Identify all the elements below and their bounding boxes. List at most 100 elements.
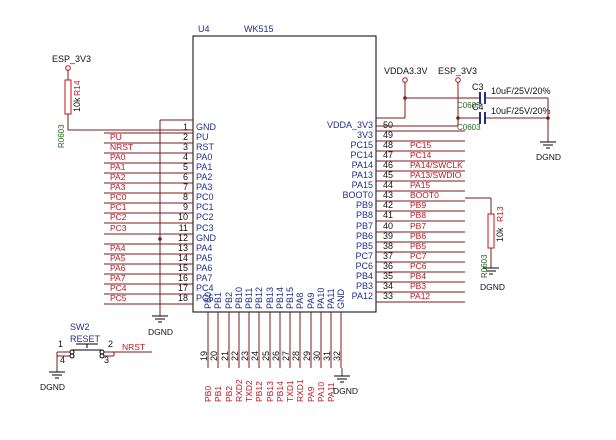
pin-number: 32 [332,351,342,361]
net-label: PB9 [410,200,426,210]
net-label: PB3 [410,281,426,291]
net-label: PB8 [410,210,426,220]
pin-number: 37 [383,251,393,261]
pin-number: 27 [281,351,291,361]
net-label: RXD2 [234,379,244,402]
net-label: PC7 [410,251,427,261]
net-label: PA7 [110,273,126,283]
sw2-ref: SW2 [70,322,90,332]
pin-number: 48 [383,140,393,150]
pin-number: 1 [183,122,188,132]
pin-number: 44 [383,180,393,190]
pin-name: PA13 [352,170,373,180]
pin-name: PB10 [234,287,244,309]
pin-number: 11 [179,223,188,233]
pin-name: PA2 [196,172,212,182]
net-label: NRST [110,142,133,152]
pin-number: 50 [383,120,393,130]
r13-value: 10k [495,227,505,242]
pin-number: 40 [383,221,393,231]
left-pin-group: GND1PU2PURST3NRSTPA04PA0PA15PA1PA26PA2PA… [104,122,217,305]
net-label: TXD2 [244,380,254,402]
pin-number: 31 [322,351,332,361]
gnd-chip-bottom-label: DGND [333,386,358,396]
net-label: PA3 [110,182,126,192]
net-label: PC0 [110,192,127,202]
net-label: PA5 [110,253,126,263]
pin-number: 13 [178,243,188,253]
c3-value: 10uF/25V/20% [491,86,551,96]
right-pin: PB7 40 PB7 [356,221,465,233]
pin-number: 4 [183,152,188,162]
pin-name: PB3 [356,281,373,291]
pin-name: PC15 [350,140,373,150]
net-label: PB7 [410,221,426,231]
pin-number: 30 [312,351,322,361]
net-label: PA11 [326,382,336,402]
pin-name: 3V3 [357,130,373,140]
pin-number: 7 [183,182,188,192]
net-label: PC4 [110,283,127,293]
pin-number: 12 [178,233,188,243]
r14-value: 10k [72,97,82,112]
net-label: PA6 [110,263,126,273]
c4-package: C0603 [457,123,481,132]
pin-number: 5 [183,162,188,172]
net-label: PA9 [306,386,316,402]
pin-number: 25 [261,351,271,361]
net-label: PB4 [410,271,426,281]
net-label: PA1 [110,162,126,172]
pin-name: PB2 [224,292,234,309]
pin-name: PA3 [196,182,212,192]
r13-package: R0603 [480,254,489,278]
sw2-name: RESET [70,334,101,344]
r14-package: R0603 [57,124,66,148]
pin-number: 45 [383,170,393,180]
net-label: PC14 [410,150,432,160]
pin-number: 2 [183,132,188,142]
pin-number: 28 [291,351,301,361]
pin-number: 14 [178,253,188,263]
pin-number: 36 [383,261,393,271]
gnd-sw-label: DGND [40,382,65,392]
net-label: PC1 [110,202,127,212]
pin-name: PB8 [356,210,373,220]
net-label: RXD1 [295,379,305,402]
pin-name: PB0 [203,292,213,309]
pin-name: PA10 [316,288,326,309]
net-label: PB1 [213,386,223,402]
pin-name: PB7 [356,221,373,231]
pin-name: PA11 [326,288,336,309]
pin-number: 17 [178,283,188,293]
pin-name: PA12 [352,291,373,301]
pin-name: VDDA_3V3 [327,120,373,130]
pin-name: PA6 [196,263,212,273]
pin-number: 19 [199,351,209,361]
pin-name: PU [196,132,209,142]
gnd-caps-label: DGND [536,152,561,162]
r13-body [487,213,495,249]
pin-name: PC4 [196,283,214,293]
